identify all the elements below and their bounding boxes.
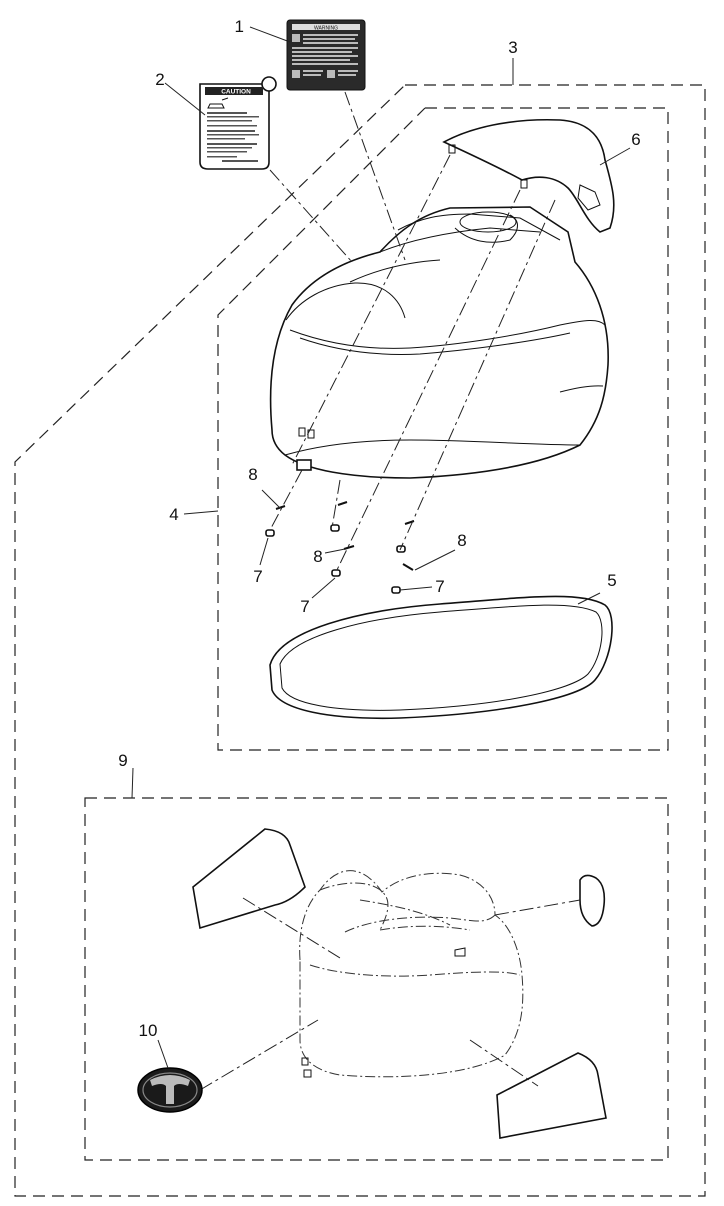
callout-7b: 7	[300, 597, 309, 616]
callout-6: 6	[631, 130, 640, 149]
callout-10: 10	[139, 1021, 158, 1040]
callout-8a: 8	[248, 465, 257, 484]
emblem-10	[137, 1067, 203, 1113]
top-cowling	[269, 206, 609, 479]
grommets-7	[265, 524, 406, 594]
leader-lines	[131, 26, 631, 1069]
callout-8c: 8	[457, 531, 466, 550]
assembly-boundary-4	[217, 107, 669, 751]
callout-3: 3	[508, 38, 517, 57]
rear-cover	[442, 118, 615, 233]
caution-label-title: CAUTION	[221, 89, 251, 96]
callout-7a: 7	[253, 567, 262, 586]
screws-8	[275, 501, 415, 571]
assembly-lines-top	[269, 91, 556, 573]
decal-cowling-outline	[299, 870, 524, 1078]
rubber-seal	[269, 595, 613, 720]
callout-8b: 8	[313, 547, 322, 566]
callout-7c: 7	[435, 577, 444, 596]
callout-1: 1	[235, 17, 244, 36]
warning-label-1: WARNING	[286, 19, 366, 91]
assembly-lines-decals	[199, 897, 581, 1091]
assembly-boundary-3	[14, 84, 706, 1197]
assembly-boundary-9	[84, 797, 669, 1161]
callout-4: 4	[169, 505, 178, 524]
decal-sheets	[192, 828, 607, 1139]
callout-5: 5	[607, 571, 616, 590]
callout-9: 9	[118, 751, 127, 770]
warning-label-title: WARNING	[314, 26, 338, 32]
callout-numbers: 1 2 3 4 5 6 7 7 7 8 8 8 9 10	[118, 17, 640, 1040]
callout-2: 2	[155, 70, 164, 89]
caution-label-2: CAUTION	[199, 76, 277, 170]
